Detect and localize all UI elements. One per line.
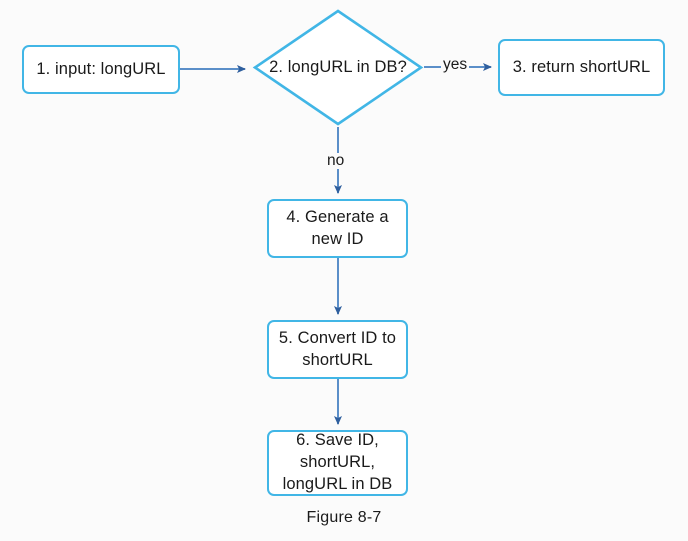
figure-caption: Figure 8-7 <box>306 509 382 526</box>
node-return-shorturl[interactable]: 3. return shortURL <box>498 39 665 96</box>
edge-label-yes: yes <box>441 56 470 73</box>
node-return-shorturl-label: 3. return shortURL <box>512 57 651 76</box>
node-convert-id-to-shorturl[interactable]: 5. Convert ID to shortURL <box>267 320 408 379</box>
node-generate-new-id-label: 4. Generate a new ID <box>286 207 389 248</box>
node-input-longurl-label: 1. input: longURL <box>36 59 166 78</box>
node-input-longurl[interactable]: 1. input: longURL <box>22 45 180 94</box>
node-save-to-db[interactable]: 6. Save ID, shortURL, longURL in DB <box>267 430 408 496</box>
node-longurl-in-db-decision-label: 2. longURL in DB? <box>269 57 407 76</box>
diamond-shape-icon <box>252 9 424 126</box>
node-convert-id-to-shorturl-label: 5. Convert ID to shortURL <box>278 328 397 369</box>
node-generate-new-id[interactable]: 4. Generate a new ID <box>267 199 408 258</box>
node-longurl-in-db-decision[interactable]: 2. longURL in DB? <box>252 8 424 127</box>
edge-label-no: no <box>325 152 347 169</box>
node-save-to-db-label: 6. Save ID, shortURL, longURL in DB <box>282 431 393 493</box>
